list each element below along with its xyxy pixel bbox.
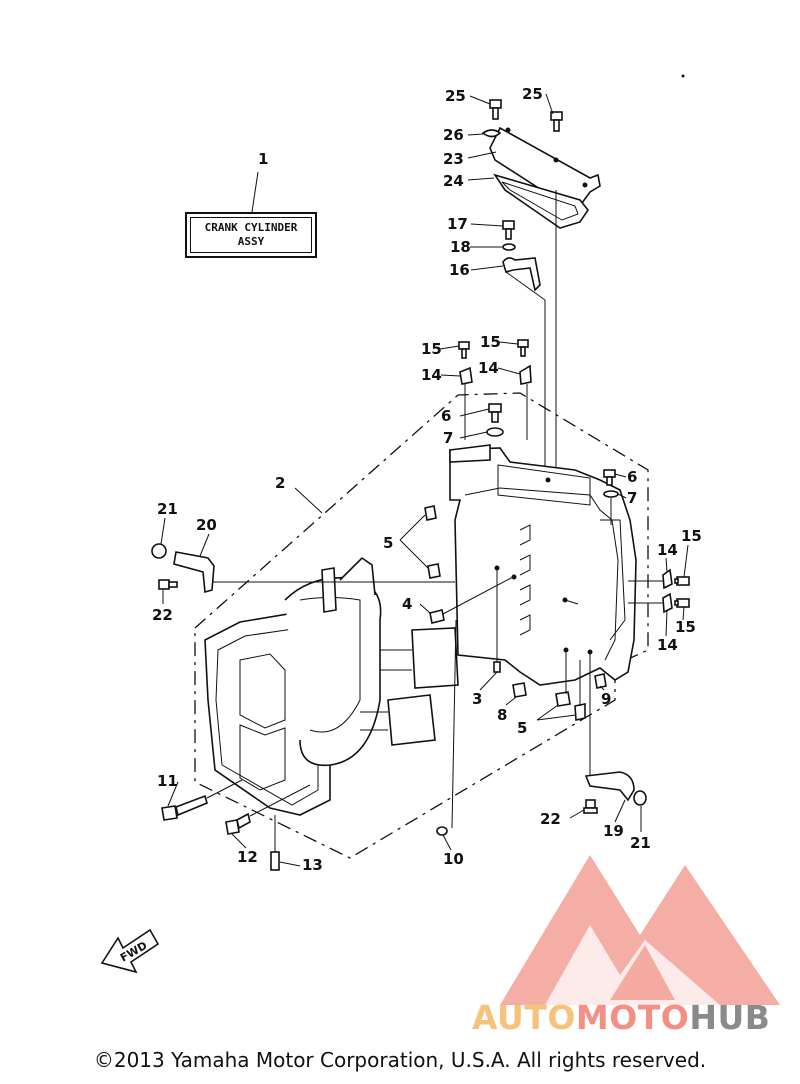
bolt-15-d xyxy=(674,598,690,608)
bolt-6-right xyxy=(603,469,616,486)
callout-24: 24 xyxy=(443,172,464,190)
callout-25-right: 25 xyxy=(522,85,543,103)
bracket-16 xyxy=(502,257,546,301)
callout-14-a: 14 xyxy=(421,366,442,384)
copyright-notice: ©2013 Yamaha Motor Corporation, U.S.A. A… xyxy=(93,1048,707,1072)
callout-16: 16 xyxy=(449,261,470,279)
fitting-20 xyxy=(173,551,250,594)
callout-21-left: 21 xyxy=(157,500,178,518)
logo-inner-peak xyxy=(610,945,675,1000)
bolt-6-top xyxy=(488,403,502,423)
bolt-15-c xyxy=(674,576,690,586)
callout-6-top: 6 xyxy=(441,407,451,425)
pin-3 xyxy=(493,661,501,673)
washer-7-right xyxy=(603,490,619,498)
callout-10: 10 xyxy=(443,850,464,868)
callout-22-bottom: 22 xyxy=(540,810,561,828)
callout-18: 18 xyxy=(450,238,471,256)
watermark-text: AUTOMOTOHUB xyxy=(472,998,770,1037)
callout-5-bottom: 5 xyxy=(517,719,527,737)
callout-4: 4 xyxy=(402,595,412,613)
watermark-logo xyxy=(500,855,780,1005)
callout-15-b: 15 xyxy=(480,333,501,351)
washer-18 xyxy=(502,243,516,251)
cover-gasket xyxy=(493,173,589,229)
callout-11: 11 xyxy=(157,772,178,790)
callout-7-right: 7 xyxy=(627,489,637,507)
bolt-25-right xyxy=(550,111,563,132)
bracket-14-a xyxy=(459,366,473,385)
watermark-hub: HUB xyxy=(689,998,771,1037)
bolt-12 xyxy=(225,784,311,835)
callout-17: 17 xyxy=(447,215,468,233)
callout-5-top: 5 xyxy=(383,534,393,552)
callout-14-b: 14 xyxy=(478,359,499,377)
callout-14-c: 14 xyxy=(657,541,678,559)
leader-2 xyxy=(294,487,323,514)
callout-14-d: 14 xyxy=(657,636,678,654)
cover-plate xyxy=(489,126,601,206)
callout-numbers: 1 2 3 4 5 5 6 6 7 7 8 9 10 11 12 13 14 1… xyxy=(152,85,702,874)
watermark-auto: AUTO xyxy=(472,998,576,1037)
callout-9: 9 xyxy=(601,690,611,708)
speck xyxy=(681,74,685,78)
callout-8: 8 xyxy=(497,706,507,724)
callout-13: 13 xyxy=(302,856,323,874)
callout-21-bottom: 21 xyxy=(630,834,651,852)
callout-26: 26 xyxy=(443,126,464,144)
bolt-11 xyxy=(161,779,243,821)
callout-3: 3 xyxy=(472,690,482,708)
dowel-13 xyxy=(270,815,280,871)
fitting-5-bottom xyxy=(536,691,586,721)
callout-25-left: 25 xyxy=(445,87,466,105)
callout-15-a: 15 xyxy=(421,340,442,358)
plug-9 xyxy=(594,673,607,689)
callout-20: 20 xyxy=(196,516,217,534)
bolt-15-a xyxy=(458,341,470,359)
bolt-25-left xyxy=(489,99,502,120)
plug-8 xyxy=(512,682,527,698)
assembly-label-line2: ASSY xyxy=(237,235,265,248)
assembly-label-line1: CRANK CYLINDER xyxy=(204,221,298,234)
callout-22-left: 22 xyxy=(152,606,173,624)
callout-23: 23 xyxy=(443,150,464,168)
fwd-arrow: FWD xyxy=(100,928,160,974)
callout-leaders xyxy=(160,93,689,867)
callout-15-d: 15 xyxy=(675,618,696,636)
cylinder-block xyxy=(204,556,459,816)
plug-4 xyxy=(429,576,514,624)
watermark-moto: MOTO xyxy=(575,998,690,1037)
leader-1 xyxy=(251,171,259,213)
assembly-label-box: CRANK CYLINDER ASSY xyxy=(185,212,317,258)
washer-7-top xyxy=(486,427,504,437)
plug-10 xyxy=(436,826,448,836)
callout-2: 2 xyxy=(275,474,285,492)
bracket-14-d xyxy=(662,592,673,614)
bracket-14-c xyxy=(662,568,673,590)
crankcase-flange xyxy=(449,444,491,463)
cap-21-left xyxy=(151,543,167,559)
guide-line xyxy=(451,619,457,829)
fitting-5-top xyxy=(399,505,441,579)
bolt-15-b xyxy=(517,339,529,357)
callout-1: 1 xyxy=(258,150,268,168)
bolt-22-left xyxy=(158,579,178,590)
bolt-17 xyxy=(502,220,515,240)
callout-15-c: 15 xyxy=(681,527,702,545)
callout-6-right: 6 xyxy=(627,468,637,486)
callout-12: 12 xyxy=(237,848,258,866)
callout-19: 19 xyxy=(603,822,624,840)
clip-26 xyxy=(481,129,502,138)
bolt-22-bottom xyxy=(583,799,598,814)
guide-line xyxy=(564,599,579,605)
hose-19 xyxy=(584,771,647,806)
callout-7-top: 7 xyxy=(443,429,453,447)
bracket-14-b xyxy=(519,364,532,385)
